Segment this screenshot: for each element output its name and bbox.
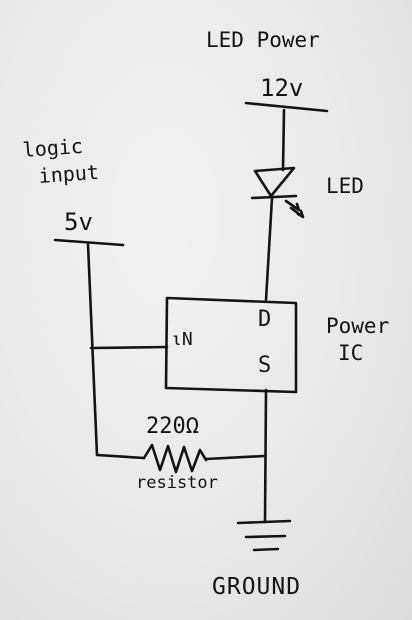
supply-12v-bar [244, 101, 329, 113]
wire-resistor-to-node [204, 454, 266, 461]
supply-5v-bar [53, 238, 125, 247]
pin-d-label: D [258, 307, 272, 332]
pin-s-label: S [258, 353, 272, 378]
power-ic-box [164, 296, 298, 394]
wire-5v-down [86, 242, 99, 457]
wire-led-to-drain [264, 196, 274, 302]
power-label: Power [326, 314, 390, 338]
ground-bar-1 [236, 519, 292, 525]
resistor-label: resistor [136, 473, 218, 493]
pin-in-label: ιN [171, 329, 193, 350]
led-arrow-1 [284, 199, 301, 212]
input-label: input [37, 159, 100, 188]
led-power-label: LED Power [206, 28, 320, 52]
resistance-label: 220Ω [146, 414, 199, 439]
logic-label: logic [21, 133, 84, 162]
wire-12v-to-led [281, 108, 286, 172]
wire-to-resistor [95, 453, 146, 460]
supply-5v-label: 5v [64, 208, 93, 236]
ground-bar-3 [252, 547, 280, 552]
led-label: LED [326, 174, 364, 198]
led-arrow-2 [289, 206, 305, 219]
ground-bar-2 [244, 534, 287, 539]
resistor-zigzag [142, 443, 208, 474]
wire-to-in-pin [89, 345, 169, 350]
supply-12v-label: 12v [260, 74, 304, 102]
wire-source-to-ground [263, 388, 268, 524]
ground-label: GROUND [212, 574, 302, 600]
led-triangle [253, 166, 296, 198]
led-bar [250, 194, 298, 200]
ic-label: IC [338, 341, 364, 365]
